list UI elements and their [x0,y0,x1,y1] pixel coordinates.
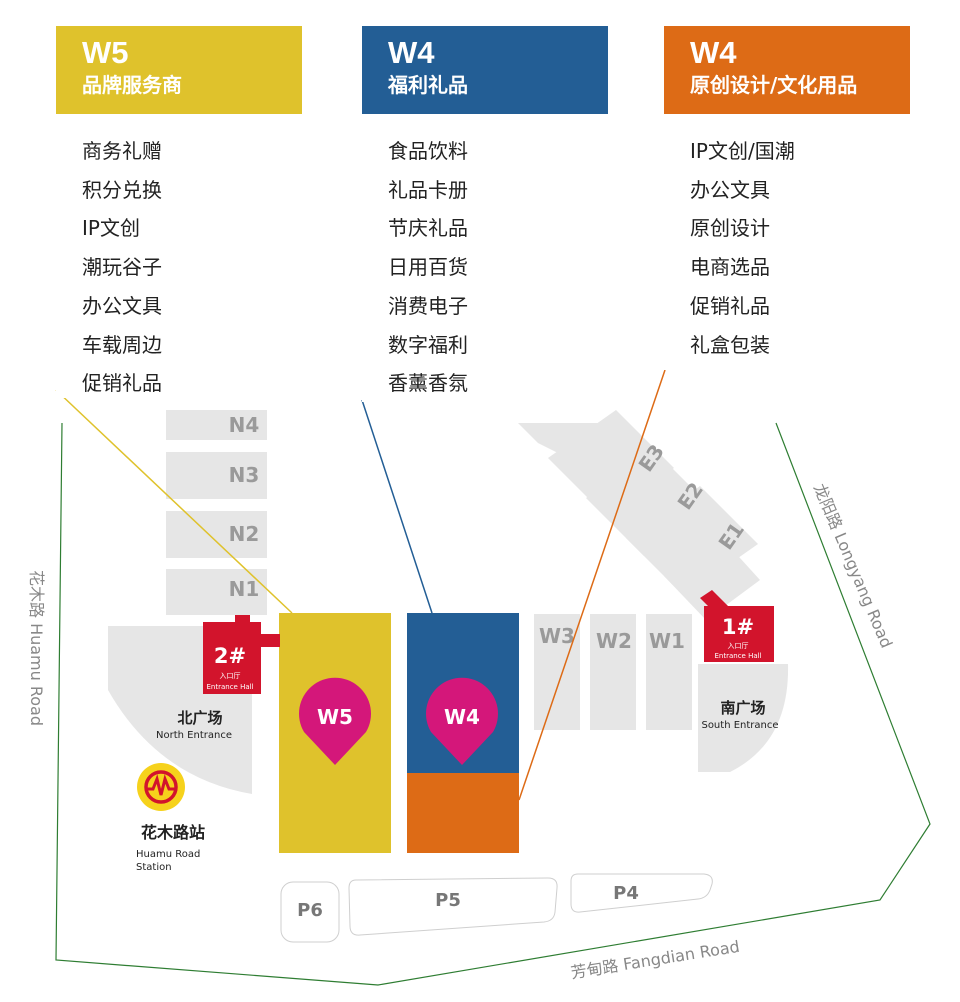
hall-n2-label: N2 [229,522,260,546]
station-name-en-2: Station [136,862,172,873]
hall-n3[interactable] [166,452,267,499]
hall-e1-annex [664,536,760,620]
hall-w2[interactable] [590,614,636,730]
list-item: 节庆礼品 [388,216,468,241]
list-item: IP文创 [82,216,140,241]
hall-w2-label: W2 [596,629,632,653]
list-item: 促销礼品 [82,371,162,396]
card-w5-code: W5 [82,35,129,70]
entrance-hall-1-en: Entrance Hall [714,652,761,660]
parking-p6[interactable] [280,881,340,943]
hall-w3-label: W3 [539,624,575,648]
hall-n2[interactable] [166,511,267,558]
entrance-hall-1-cn: 入口厅 [728,642,749,650]
leader-line-w4-design [518,369,666,801]
card-w4-design-subtitle: 原创设计/文化用品 [690,73,858,97]
hall-w4-orange-zone[interactable] [407,773,519,853]
entrance-hall-2-cn: 入口厅 [220,672,241,680]
south-plaza-en: South Entrance [701,720,778,731]
card-w4-gift: W4 福利礼品 食品饮料 礼品卡册 节庆礼品 日用百货 消费电子 数字福利 香薰… [362,26,608,402]
north-plaza-en: North Entrance [156,730,232,741]
road-label-huamu: 花木路 Huamu Road [27,570,46,726]
entrance-hall-2[interactable]: 2# 入口厅 Entrance Hall [203,615,280,694]
hall-n3-label: N3 [229,463,260,487]
list-item: 积分兑换 [82,177,162,202]
list-item: 办公文具 [690,177,770,202]
north-halls: N4 N3 N2 N1 [166,410,267,615]
card-w4-design: W4 原创设计/文化用品 IP文创/国潮 办公文具 原创设计 电商选品 促销礼品… [664,26,910,370]
list-item: 促销礼品 [690,293,770,318]
card-w5-header: W5 品牌服务商 [56,26,302,114]
south-plaza-shape [698,664,789,772]
list-item: 车载周边 [82,332,162,357]
entrance-hall-2-en: Entrance Hall [206,683,253,691]
parking-p4[interactable] [570,873,713,913]
metro-icon [137,763,185,811]
hall-w3[interactable] [534,614,580,730]
entrance-hall-1-number: 1# [722,615,754,639]
hall-n1[interactable] [166,569,267,615]
card-w5-subtitle: 品牌服务商 [82,73,182,97]
parking-p5-label: P5 [435,890,461,911]
card-w4-design-header: W4 原创设计/文化用品 [664,26,910,114]
list-item: 办公文具 [82,293,162,318]
leader-line-w4-gift [361,399,433,614]
north-plaza-cn: 北广场 [177,709,222,727]
station-name-en-1: Huamu Road [136,849,200,860]
list-item: 原创设计 [690,216,770,241]
station-name-cn: 花木路站 [141,823,205,842]
list-item: IP文创/国潮 [690,139,795,163]
hall-w1-label: W1 [649,629,685,653]
leader-line-w5 [55,389,293,614]
list-item: 商务礼赠 [82,139,162,163]
list-item: 日用百货 [388,255,468,280]
parking-p6-label: P6 [297,900,323,921]
east-halls: E3 E2 E1 [518,410,760,620]
hall-n4[interactable] [166,410,267,440]
card-w5: W5 品牌服务商 商务礼赠 积分兑换 IP文创 潮玩谷子 办公文具 车载周边 促… [56,26,302,398]
list-item: 消费电子 [388,293,468,318]
site-boundary-road [55,422,931,986]
west-halls: W3 W2 W1 [534,614,692,730]
list-item: 潮玩谷子 [82,255,162,280]
parking-p5[interactable] [348,877,558,936]
pin-w5-label: W5 [317,705,353,729]
list-item: 食品饮料 [388,139,468,163]
hall-n1-label: N1 [229,577,260,601]
list-item: 电商选品 [690,255,770,280]
card-w4-gift-code: W4 [388,35,435,70]
list-item: 礼盒包装 [690,332,770,357]
south-plaza-cn: 南广场 [720,699,765,717]
card-w5-list: 商务礼赠 积分兑换 IP文创 潮玩谷子 办公文具 车载周边 促销礼品 [56,114,302,403]
list-item: 香薰香氛 [388,371,468,396]
card-w4-gift-header: W4 福利礼品 [362,26,608,114]
hall-w1[interactable] [646,614,692,730]
card-w4-design-code: W4 [690,35,737,70]
pin-w4[interactable]: W4 [426,677,499,765]
entrance-hall-1[interactable]: 1# 入口厅 Entrance Hall [700,590,774,662]
pin-w4-label: W4 [444,705,480,729]
parking-areas: P6 P5 P4 [280,873,713,943]
list-item: 礼品卡册 [388,177,468,202]
parking-p4-label: P4 [613,883,639,904]
card-w4-gift-list: 食品饮料 礼品卡册 节庆礼品 日用百货 消费电子 数字福利 香薰香氛 [362,114,608,403]
entrance-hall-2-number: 2# [214,644,246,668]
card-w4-gift-subtitle: 福利礼品 [388,73,468,97]
list-item: 数字福利 [388,332,468,357]
road-label-fangdian: 芳甸路 Fangdian Road [569,937,741,982]
road-label-longyang: 龙阳路 Longyang Road [810,481,897,651]
card-w4-design-list: IP文创/国潮 办公文具 原创设计 电商选品 促销礼品 礼盒包装 [664,114,910,364]
hall-e1[interactable] [626,486,758,596]
hall-n4-label: N4 [229,413,260,437]
pin-w5[interactable]: W5 [298,677,371,765]
